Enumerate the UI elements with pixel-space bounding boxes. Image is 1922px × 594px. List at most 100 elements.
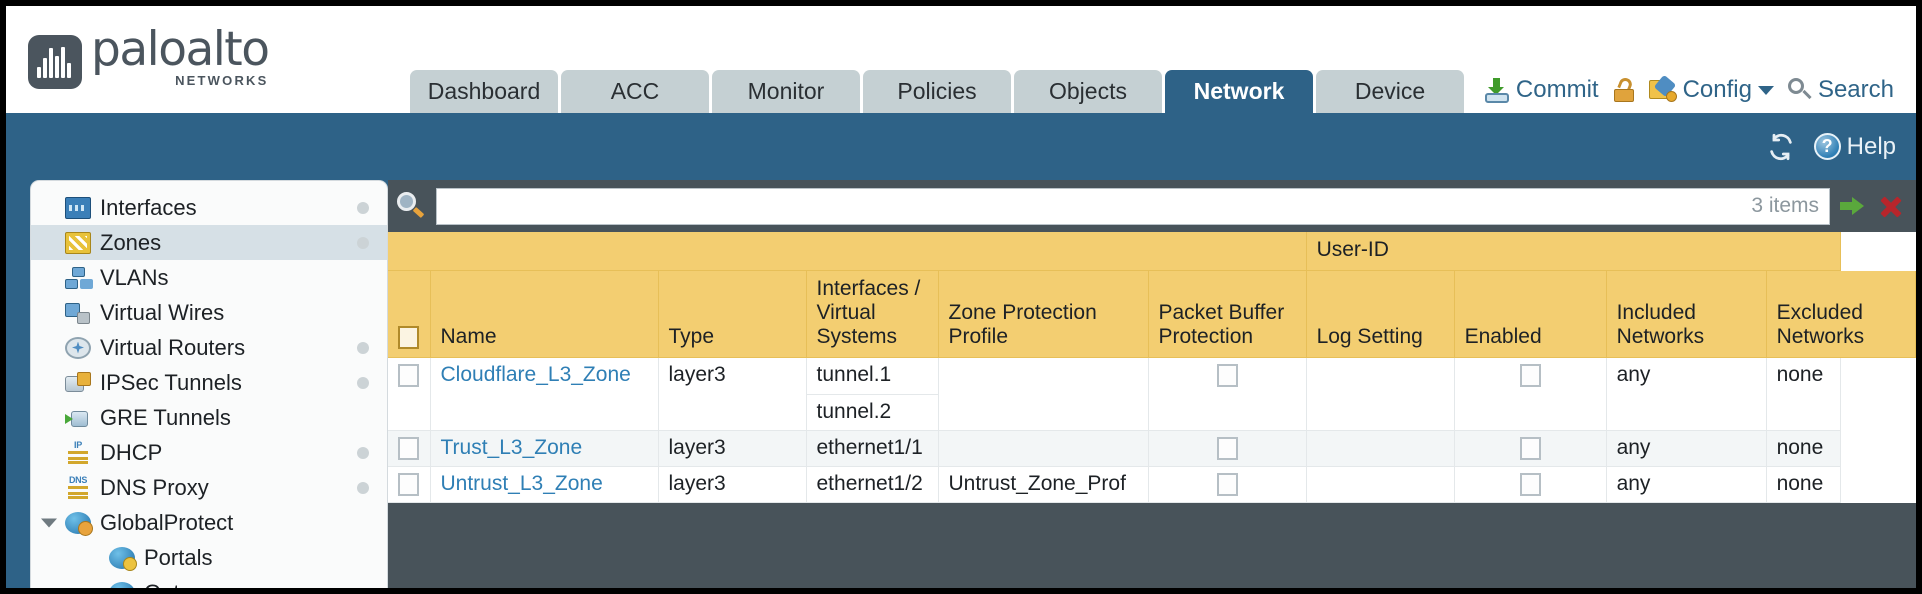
cell-type: layer3 bbox=[658, 357, 807, 431]
table-group-header-row: User-ID bbox=[388, 232, 1916, 271]
sub-toolbar-actions: ? Help bbox=[1766, 133, 1896, 161]
cell-userid-enabled[interactable] bbox=[1454, 466, 1607, 503]
status-dot bbox=[357, 201, 369, 214]
tab-objects[interactable]: Objects bbox=[1014, 70, 1162, 113]
sidebar-item-virtual-routers[interactable]: Virtual Routers bbox=[31, 330, 387, 365]
sidebar-item-interfaces[interactable]: Interfaces bbox=[31, 190, 387, 225]
cell-log-setting bbox=[1306, 357, 1455, 431]
tab-policies[interactable]: Policies bbox=[863, 70, 1011, 113]
sidebar-item-dns-proxy[interactable]: DNS Proxy bbox=[31, 470, 387, 505]
tab-acc[interactable]: ACC bbox=[561, 70, 709, 113]
cell-excluded-networks: none bbox=[1766, 466, 1842, 503]
commit-button[interactable]: Commit bbox=[1484, 76, 1599, 104]
portals-icon bbox=[109, 546, 137, 571]
col-name[interactable]: Name bbox=[430, 270, 659, 358]
interface-entry: tunnel.1 bbox=[816, 363, 892, 386]
userid-enabled-checkbox[interactable] bbox=[1519, 363, 1541, 387]
red-x-clear-icon[interactable] bbox=[1877, 193, 1904, 220]
cell-userid-enabled[interactable] bbox=[1454, 357, 1607, 431]
table-row[interactable]: Cloudflare_L3_Zone layer3 tunnel.1 tunne… bbox=[388, 357, 1916, 431]
cell-interfaces: ethernet1/2 bbox=[806, 466, 939, 503]
sidebar-item-ipsec-tunnels[interactable]: IPSec Tunnels bbox=[31, 365, 387, 400]
globalprotect-icon bbox=[65, 511, 93, 536]
row-checkbox[interactable] bbox=[398, 363, 419, 387]
sidebar-item-gateways[interactable]: Gateways bbox=[31, 575, 387, 588]
col-zone-protection-profile[interactable]: Zone Protection Profile bbox=[938, 270, 1149, 358]
sidebar-item-globalprotect[interactable]: GlobalProtect bbox=[31, 505, 387, 540]
table-header-row: Name Type Interfaces / Virtual Systems Z… bbox=[388, 270, 1916, 358]
sidebar-item-label: Zones bbox=[100, 229, 162, 255]
table-row[interactable]: Trust_L3_Zone layer3 ethernet1/1 any bbox=[388, 430, 1916, 467]
cell-log-setting bbox=[1306, 430, 1455, 467]
config-menu[interactable]: Config bbox=[1648, 74, 1774, 104]
magnifier-icon bbox=[1787, 78, 1812, 102]
tab-device[interactable]: Device bbox=[1316, 70, 1464, 113]
zones-content-panel: 3 items User-ID bbox=[388, 180, 1916, 588]
col-interfaces-virtual-systems[interactable]: Interfaces / Virtual Systems bbox=[806, 270, 939, 358]
col-excluded-networks[interactable]: Excluded Networks bbox=[1766, 270, 1916, 358]
sidebar-item-label: Interfaces bbox=[100, 194, 197, 220]
sidebar-item-zones[interactable]: Zones bbox=[31, 225, 387, 260]
main-nav-tabs: Dashboard ACC Monitor Policies Objects N… bbox=[410, 70, 1464, 113]
tab-dashboard[interactable]: Dashboard bbox=[410, 70, 558, 113]
zone-name-link[interactable]: Cloudflare_L3_Zone bbox=[440, 363, 631, 386]
cell-type: layer3 bbox=[658, 466, 807, 503]
brand-subtitle: NETWORKS bbox=[175, 73, 269, 88]
col-packet-buffer-protection[interactable]: Packet Buffer Protection bbox=[1148, 270, 1307, 358]
col-userid-enabled[interactable]: Enabled bbox=[1454, 270, 1607, 358]
sidebar-item-dhcp[interactable]: DHCP bbox=[31, 435, 387, 470]
brand-logo: paloalto NETWORKS bbox=[28, 22, 270, 89]
search-button[interactable]: Search bbox=[1787, 76, 1894, 104]
gre-tunnels-icon bbox=[65, 407, 91, 429]
row-checkbox[interactable] bbox=[398, 436, 419, 460]
select-all-header[interactable] bbox=[388, 270, 431, 358]
sub-toolbar: ? Help bbox=[6, 113, 1916, 180]
status-dot bbox=[357, 236, 369, 249]
cell-packet-buffer-protection[interactable] bbox=[1148, 357, 1307, 431]
cell-zone-protection-profile bbox=[938, 430, 1149, 467]
packet-buffer-protection-checkbox[interactable] bbox=[1216, 363, 1238, 387]
sidebar-item-label: IPSec Tunnels bbox=[100, 369, 242, 395]
cell-name[interactable]: Trust_L3_Zone bbox=[430, 430, 659, 467]
tab-monitor[interactable]: Monitor bbox=[712, 70, 860, 113]
sidebar-item-portals[interactable]: Portals bbox=[31, 540, 387, 575]
sidebar-item-gre-tunnels[interactable]: GRE Tunnels bbox=[31, 400, 387, 435]
sidebar-item-virtual-wires[interactable]: Virtual Wires bbox=[31, 295, 387, 330]
cell-packet-buffer-protection[interactable] bbox=[1148, 430, 1307, 467]
packet-buffer-protection-checkbox[interactable] bbox=[1216, 436, 1238, 460]
packet-buffer-protection-checkbox[interactable] bbox=[1216, 472, 1238, 496]
green-arrow-apply-icon[interactable] bbox=[1840, 193, 1867, 220]
cell-userid-enabled[interactable] bbox=[1454, 430, 1607, 467]
padlock-icon[interactable] bbox=[1613, 76, 1635, 102]
row-select-cell[interactable] bbox=[388, 430, 431, 467]
cell-name[interactable]: Cloudflare_L3_Zone bbox=[430, 357, 659, 431]
zone-name-link[interactable]: Trust_L3_Zone bbox=[440, 436, 583, 459]
select-all-checkbox[interactable] bbox=[398, 325, 419, 349]
zone-name-link[interactable]: Untrust_L3_Zone bbox=[440, 472, 603, 495]
tab-network[interactable]: Network bbox=[1165, 70, 1313, 113]
vlans-icon bbox=[65, 266, 91, 289]
sidebar-item-label: Portals bbox=[144, 544, 213, 570]
cell-name[interactable]: Untrust_L3_Zone bbox=[430, 466, 659, 503]
refresh-icon[interactable] bbox=[1766, 133, 1796, 161]
col-log-setting[interactable]: Log Setting bbox=[1306, 270, 1455, 358]
table-row[interactable]: Untrust_L3_Zone layer3 ethernet1/2 Untru… bbox=[388, 466, 1916, 503]
cell-type: layer3 bbox=[658, 430, 807, 467]
expander-triangle-icon[interactable] bbox=[41, 518, 57, 527]
col-type[interactable]: Type bbox=[658, 270, 807, 358]
row-select-cell[interactable] bbox=[388, 357, 431, 431]
help-button[interactable]: ? Help bbox=[1813, 133, 1896, 161]
ipsec-tunnels-icon bbox=[65, 371, 91, 394]
gateways-icon bbox=[109, 581, 135, 588]
search-input[interactable]: 3 items bbox=[436, 187, 1830, 225]
userid-enabled-checkbox[interactable] bbox=[1519, 436, 1541, 460]
col-included-networks[interactable]: Included Networks bbox=[1606, 270, 1767, 358]
sidebar-item-vlans[interactable]: VLANs bbox=[31, 260, 387, 295]
sidebar-item-label: GlobalProtect bbox=[100, 509, 234, 535]
cell-packet-buffer-protection[interactable] bbox=[1148, 466, 1307, 503]
brand-name: paloalto bbox=[91, 22, 270, 77]
magnifier-icon[interactable] bbox=[396, 191, 426, 221]
row-select-cell[interactable] bbox=[388, 466, 431, 503]
row-checkbox[interactable] bbox=[398, 472, 419, 496]
userid-enabled-checkbox[interactable] bbox=[1519, 472, 1541, 496]
